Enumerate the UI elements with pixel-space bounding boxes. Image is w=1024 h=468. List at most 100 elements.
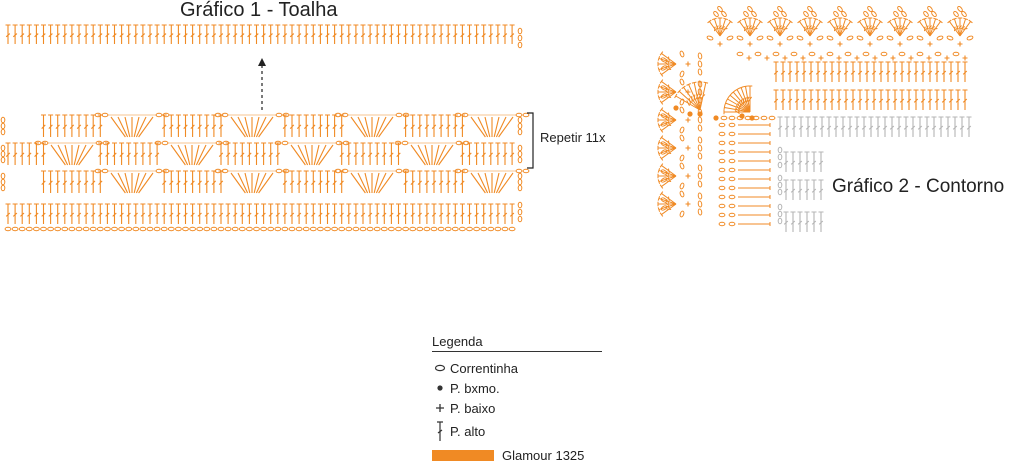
- single-crochet-stitch: [717, 41, 723, 47]
- double-crochet-stitch: [97, 114, 103, 137]
- fan-stitch: [244, 172, 251, 194]
- double-crochet-stitch: [19, 142, 25, 165]
- chain-stitch: [697, 164, 703, 172]
- double-crochet-stitch: [797, 211, 803, 232]
- chain-stitch: [380, 226, 388, 232]
- double-crochet-stitch: [197, 203, 203, 224]
- fan-stitch: [350, 172, 366, 194]
- chain-stitch: [768, 115, 776, 121]
- chain-stitch: [697, 144, 703, 152]
- double-crochet-stitch: [48, 24, 54, 44]
- double-crochet-stitch: [822, 61, 828, 82]
- double-crochet-stitch: [815, 89, 821, 110]
- chain-stitch: [747, 5, 753, 13]
- double-crochet-stitch: [55, 24, 61, 44]
- double-crochet-stitch: [734, 87, 751, 113]
- legend-label: Correntinha: [450, 360, 518, 376]
- chain-stitch: [388, 226, 395, 232]
- chain-stitch: [728, 149, 736, 155]
- double-crochet-stitch: [388, 142, 394, 165]
- chain-stitch: [777, 188, 783, 196]
- double-crochet-stitch: [797, 179, 803, 200]
- fan-stitch: [75, 144, 87, 166]
- chain-stitch: [281, 140, 289, 146]
- fan-stitch: [78, 144, 94, 166]
- double-crochet-stitch: [452, 203, 458, 224]
- double-crochet-stitch: [69, 114, 75, 137]
- chain-stitch: [162, 112, 170, 118]
- double-crochet-stitch: [659, 119, 677, 133]
- double-crochet-stitch: [899, 17, 908, 37]
- chain-stitch: [352, 226, 360, 232]
- double-crochet-stitch: [296, 170, 302, 193]
- double-crochet-stitch: [154, 24, 160, 44]
- chain-stitch: [40, 226, 47, 232]
- fan-stitch: [117, 172, 129, 194]
- chain-stitch: [777, 217, 783, 225]
- chain-stitch: [295, 226, 303, 232]
- chain-stitch: [146, 226, 154, 232]
- double-crochet-stitch: [417, 24, 423, 44]
- double-crochet-stitch: [417, 170, 423, 193]
- chain-stitch: [508, 226, 516, 232]
- double-crochet-stitch: [467, 142, 472, 165]
- chain-stitch: [697, 52, 703, 60]
- chain-stitch: [189, 226, 197, 232]
- single-crochet-stitch: [957, 41, 963, 47]
- double-crochet-stitch: [76, 24, 82, 44]
- chain-stitch: [409, 226, 417, 232]
- double-crochet-stitch: [657, 201, 676, 207]
- single-crochet-stitch: [685, 173, 691, 179]
- double-crochet-stitch: [168, 24, 174, 44]
- single-crochet-stitch: [908, 55, 914, 61]
- chain-stitch: [720, 115, 728, 121]
- double-crochet-stitch: [780, 89, 786, 110]
- chain-stitch: [324, 226, 331, 232]
- chain-stitch: [718, 194, 726, 200]
- double-crochet-stitch: [819, 116, 825, 137]
- double-crochet-stitch: [232, 24, 238, 44]
- double-crochet-stitch: [836, 89, 842, 110]
- double-crochet-stitch: [83, 170, 89, 193]
- chain-stitch: [444, 226, 452, 232]
- double-crochet-stitch: [254, 203, 259, 224]
- double-crochet-stitch: [62, 114, 68, 137]
- slip-stitch: [687, 111, 693, 117]
- chain-stitch: [517, 116, 523, 124]
- double-crochet-stitch: [246, 142, 252, 165]
- chain-stitch: [494, 226, 502, 232]
- double-crochet-stitch: [211, 114, 217, 137]
- double-crochet-stitch: [19, 203, 25, 224]
- double-crochet-stitch: [26, 142, 32, 165]
- double-crochet-stitch: [303, 114, 309, 137]
- single-crochet-stitch: [685, 61, 691, 67]
- chain-stitch: [102, 140, 110, 146]
- double-crochet-stitch: [147, 203, 153, 224]
- double-crochet-stitch: [878, 61, 884, 82]
- chain-stitch: [777, 203, 783, 211]
- fan-stitch: [375, 172, 387, 194]
- chain-stitch: [728, 221, 736, 227]
- double-crochet-stitch: [154, 142, 160, 165]
- fan-stitch: [230, 116, 246, 138]
- double-crochet-stitch: [502, 24, 508, 44]
- double-crochet-stitch: [232, 142, 238, 165]
- double-crochet-stitch: [843, 89, 849, 110]
- double-crochet-stitch: [772, 17, 781, 37]
- single-crochet-stitch: [854, 55, 860, 61]
- double-crochet-stitch: [346, 24, 352, 44]
- double-crochet-stitch: [417, 203, 423, 224]
- double-crochet-stitch: [438, 24, 444, 44]
- double-crochet-stitch: [659, 147, 677, 161]
- chain-stitch: [679, 162, 685, 170]
- double-crochet-stitch: [346, 142, 352, 165]
- chain-stitch: [61, 226, 69, 232]
- double-crochet-stitch: [743, 85, 751, 113]
- fan-stitch: [378, 116, 394, 138]
- fan-stitch: [498, 116, 514, 138]
- double-crochet-stitch: [190, 24, 196, 44]
- double-crochet-stitch: [686, 83, 701, 111]
- chain-stitch: [754, 51, 762, 57]
- chain-stitch: [736, 51, 744, 57]
- chain-stitch: [697, 116, 703, 124]
